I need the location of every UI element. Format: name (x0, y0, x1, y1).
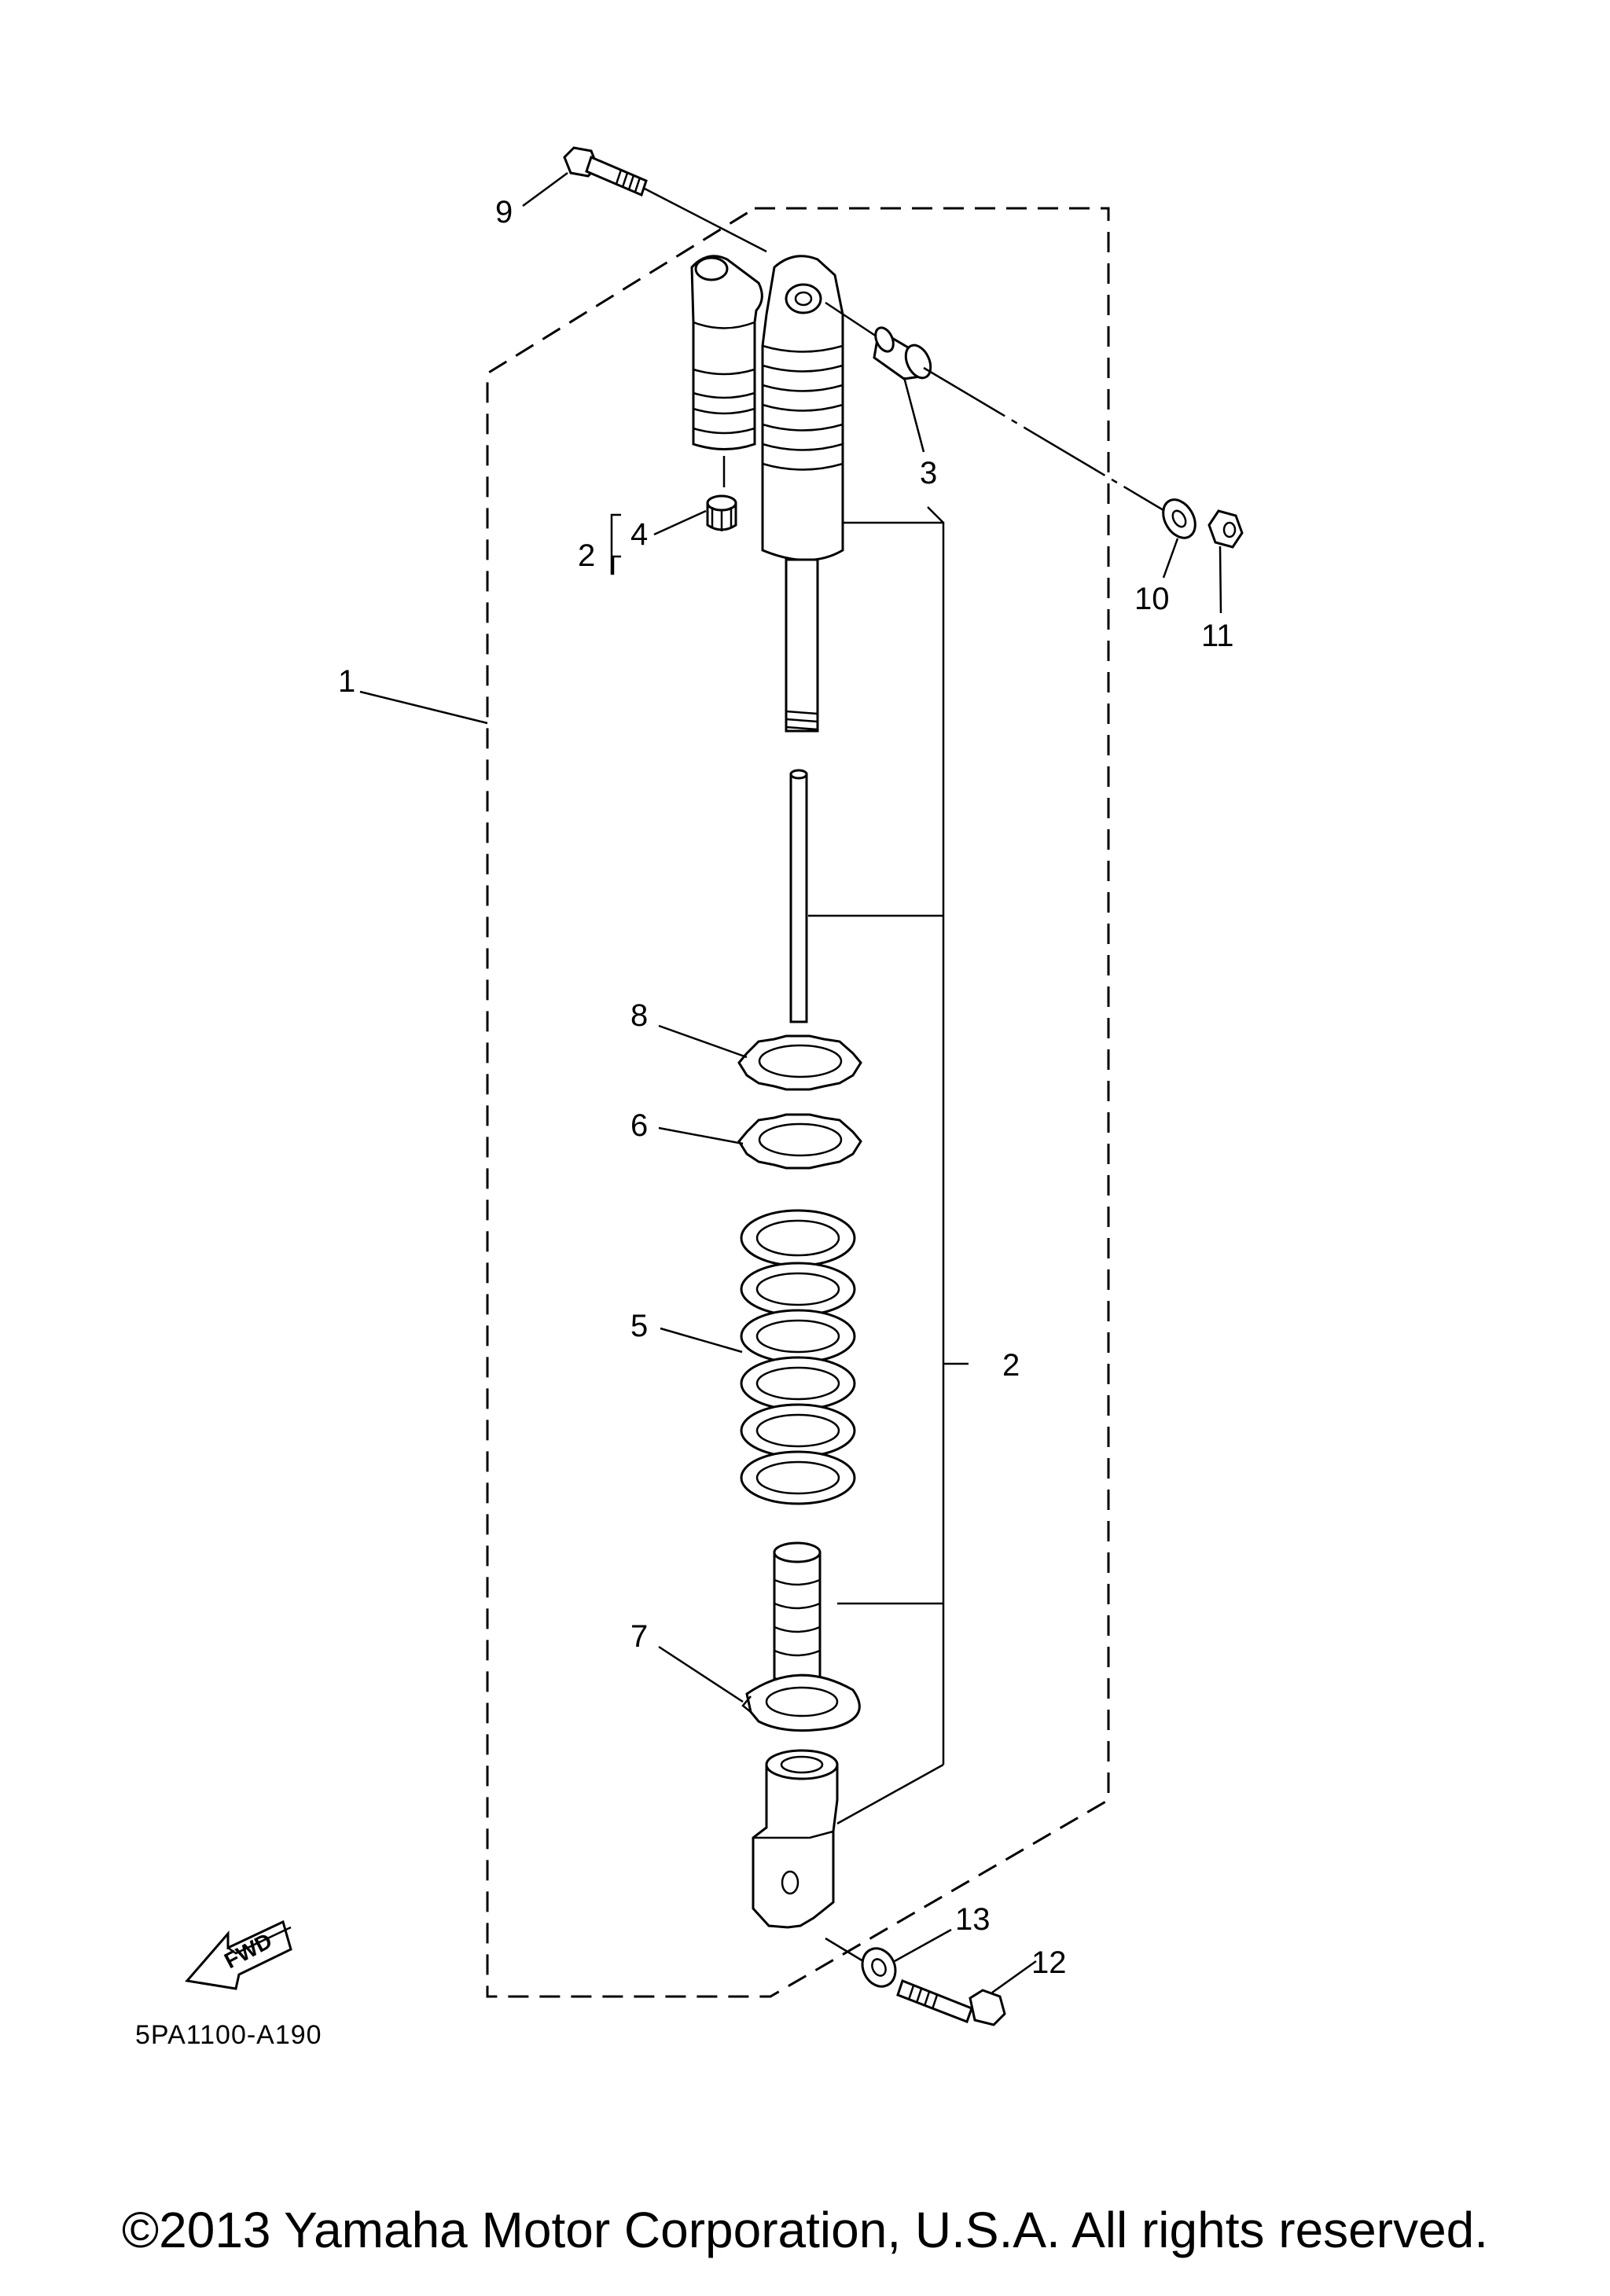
callout-11: 11 (1201, 619, 1234, 653)
callout-13-leader (894, 1928, 952, 1963)
fwd-arrow: FWD (185, 1919, 292, 1990)
bolt-12 (896, 1979, 1006, 2026)
callout-10: 10 (1134, 582, 1170, 616)
bushing-axis-a (825, 301, 877, 338)
callout-2-bracket (610, 513, 621, 575)
callout-4: 4 (630, 517, 648, 552)
callout-9: 9 (495, 195, 513, 230)
rod (789, 769, 808, 1023)
callout-12-leader (991, 1960, 1037, 1994)
bushing-3 (873, 326, 932, 380)
callout-2-top: 2 (578, 538, 595, 573)
reservoir (690, 255, 763, 487)
assembly-boundary (486, 207, 1110, 1998)
valve-cap-4 (706, 494, 737, 531)
callout-3-connector (927, 506, 944, 523)
callout-9-leader (522, 171, 568, 208)
callout-2-right: 2 (1002, 1348, 1020, 1383)
callout-3-leader (902, 377, 925, 453)
bushing-axis-b (923, 366, 1172, 516)
callout-3: 3 (920, 456, 937, 490)
part-2-group-bracket (808, 521, 969, 1825)
callout-12: 12 (1031, 1945, 1067, 1980)
nut-11 (1208, 509, 1244, 549)
copyright-notice: ©2013 Yamaha Motor Corporation, U.S.A. A… (121, 2202, 1489, 2258)
callout-5-leader (660, 1327, 743, 1354)
drawing-code: 5PA1100-A190 (135, 2020, 322, 2050)
callout-8: 8 (630, 998, 648, 1033)
callout-13: 13 (955, 1902, 991, 1937)
lower-clevis (752, 1749, 839, 1929)
callout-4-leader (653, 509, 707, 536)
adjuster-6 (737, 1113, 862, 1170)
callout-5: 5 (630, 1309, 648, 1343)
bolt-9-axis (644, 187, 767, 253)
callout-7-leader (658, 1645, 744, 1703)
callout-8-leader (658, 1024, 748, 1059)
spring-5 (740, 1209, 856, 1505)
washer-13-axis (825, 1937, 864, 1963)
callout-11-leader (1219, 546, 1222, 614)
callout-6-leader (658, 1126, 744, 1145)
bolt-9 (563, 146, 648, 197)
washer-10 (1162, 498, 1196, 539)
callout-1-leader (359, 690, 488, 725)
callout-7: 7 (630, 1619, 648, 1654)
spring-guide-7 (741, 1673, 861, 1732)
washer-13 (861, 1947, 897, 1988)
callout-1: 1 (338, 664, 355, 699)
callout-6: 6 (630, 1108, 648, 1143)
bump-stop (773, 1541, 822, 1685)
shock-body (761, 255, 844, 733)
locknut-8 (737, 1034, 862, 1091)
callout-10-leader (1162, 538, 1179, 579)
